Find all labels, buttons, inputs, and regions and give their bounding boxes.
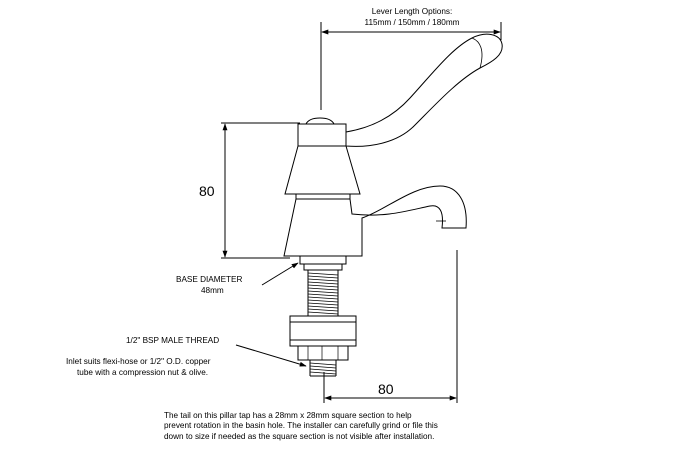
lever-length-options: 115mm / 150mm / 180mm	[364, 18, 460, 27]
tap-body	[283, 185, 467, 257]
base-diameter-leader	[261, 262, 299, 286]
reach-dimension-label: 80	[378, 381, 394, 397]
threaded-shank	[307, 270, 339, 316]
compression-fitting	[297, 345, 349, 361]
tail-note-line-2: prevent rotation in the basin hole. The …	[164, 421, 438, 430]
height-dimension	[221, 122, 300, 259]
height-dimension-label: 80	[199, 183, 215, 199]
inlet-note-line-2: tube with a compression nut & olive.	[77, 368, 209, 377]
thread-leader	[235, 344, 307, 367]
lever-length-title: Lever Length Options:	[371, 7, 453, 16]
tail-note-line-3: down to size if needed as the square sec…	[164, 432, 435, 441]
tail-note-line-1: The tail on this pillar tap has a 28mm x…	[164, 411, 412, 420]
tap-head	[284, 117, 361, 200]
reach-dimension	[323, 250, 458, 403]
lever-length-dimension	[320, 22, 502, 110]
base-ring	[299, 255, 347, 265]
inlet-note-line-1: Inlet suits flexi-hose or 1/2" O.D. copp…	[66, 357, 211, 366]
back-nut	[289, 315, 357, 347]
base-diameter-value: 48mm	[201, 286, 224, 295]
base-diameter-label: BASE DIAMETER	[176, 275, 243, 284]
lever-handle	[345, 33, 503, 147]
thread-label: 1/2" BSP MALE THREAD	[126, 336, 220, 345]
tap-tail	[309, 360, 337, 377]
